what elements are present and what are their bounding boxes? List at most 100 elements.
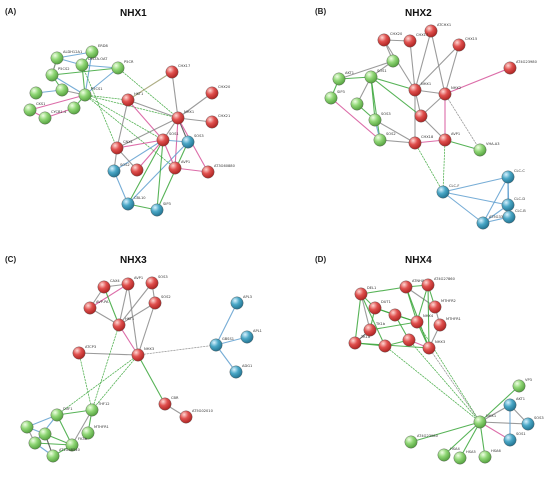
panel-title-c: NHX3: [120, 255, 147, 266]
node-label: ALDH12A1: [63, 50, 82, 54]
node-label: MTHFR1: [446, 317, 461, 321]
node-circle: [181, 135, 195, 149]
network-node: [386, 54, 400, 68]
network-edge: [416, 321, 481, 423]
network-edge: [78, 352, 93, 411]
network-edge: [442, 191, 484, 224]
node-circle: [478, 450, 492, 464]
network-edge: [78, 352, 139, 356]
node-circle: [72, 346, 86, 360]
network-node: AT5G02010: [179, 409, 214, 424]
node-label: GBSS1: [222, 337, 234, 341]
network-edge: [118, 283, 129, 326]
node-label: CLC-D: [514, 197, 525, 201]
node-label: DEL1: [367, 286, 376, 290]
node-circle: [473, 143, 487, 157]
node-circle: [436, 185, 450, 199]
network-edge: [430, 30, 446, 95]
node-label: MTHFR2: [441, 299, 456, 303]
network-edge: [117, 67, 179, 119]
network-node: CBL10: [121, 196, 146, 211]
network-node: CKS1: [23, 102, 45, 117]
node-circle: [408, 136, 422, 150]
node-circle: [85, 403, 99, 417]
network-node: ATNHX4SS: [399, 279, 432, 294]
node-circle: [81, 426, 95, 440]
node-label: AVP1: [451, 132, 460, 136]
node-circle: [399, 280, 413, 294]
node-label: CBL10: [134, 196, 146, 200]
network-edge: [29, 94, 86, 111]
node-circle: [403, 34, 417, 48]
node-label: AT5G02010: [192, 409, 214, 413]
node-label: AKT1: [345, 71, 354, 75]
network-node: CHX21: [205, 114, 230, 129]
network-node: SIP3: [324, 90, 345, 105]
network-node: HKT1: [112, 317, 134, 332]
node-label: AVP-PA: [96, 300, 109, 304]
node-label: AT4G23980: [417, 434, 439, 438]
node-label: AT4G27860: [434, 277, 456, 281]
node-circle: [158, 397, 172, 411]
network-edge: [414, 142, 444, 193]
node-circle: [145, 276, 159, 290]
network-edge: [137, 344, 217, 356]
network-edge: [136, 139, 164, 171]
node-label: SOS3: [381, 112, 391, 116]
network-node: [29, 86, 43, 100]
network-edge: [444, 93, 481, 151]
network-edge: [409, 40, 416, 91]
network-node: MTHFR1: [433, 317, 461, 332]
network-node: CHX18: [408, 135, 434, 150]
node-label: P5CS2: [58, 67, 70, 71]
node-circle: [476, 216, 490, 230]
network-node: HKT1: [121, 92, 143, 107]
network-node: VP3: [512, 378, 532, 393]
node-circle: [205, 115, 219, 129]
network-edge: [127, 141, 189, 205]
node-circle: [20, 420, 34, 434]
node-label: SIP3: [163, 202, 171, 206]
network-node: DEL1: [354, 286, 376, 301]
panel-letter-b: (B): [315, 7, 326, 16]
network-edge: [370, 76, 416, 91]
node-label: CHX15: [465, 37, 477, 41]
node-circle: [363, 323, 377, 337]
panel-letter-a: (A): [5, 7, 16, 16]
network-node: NHX1: [473, 414, 496, 429]
panel-title-a: NHX1: [120, 8, 147, 19]
network-node: NHX1: [171, 110, 194, 125]
network-edge: [84, 51, 93, 96]
node-label: AVP1: [134, 276, 143, 280]
node-circle: [28, 436, 42, 450]
node-circle: [205, 86, 219, 100]
network-node: [38, 427, 52, 441]
node-circle: [422, 341, 436, 355]
node-circle: [171, 111, 185, 125]
network-node: AVP1: [168, 160, 190, 175]
network-node: CHX15: [452, 37, 477, 52]
network-edge: [118, 302, 156, 326]
node-circle: [179, 410, 193, 424]
network-node: SOS3: [145, 275, 168, 290]
node-label: CBR: [171, 396, 179, 400]
network-node: [350, 97, 364, 111]
node-circle: [121, 197, 135, 211]
node-label: NHX2: [451, 86, 461, 90]
node-circle: [75, 58, 89, 72]
panel-d-edges: [354, 284, 529, 459]
network-node: APL3: [230, 295, 252, 310]
node-circle: [364, 70, 378, 84]
network-node: SOS3: [521, 416, 544, 431]
network-edge: [127, 99, 179, 119]
node-label: DELTA-OAT: [88, 57, 108, 61]
network-edge: [51, 74, 86, 96]
node-label: HSA5: [466, 450, 476, 454]
node-circle: [410, 315, 424, 329]
node-circle: [438, 133, 452, 147]
node-circle: [23, 103, 37, 117]
network-edge: [116, 99, 129, 149]
network-edge: [137, 354, 166, 405]
